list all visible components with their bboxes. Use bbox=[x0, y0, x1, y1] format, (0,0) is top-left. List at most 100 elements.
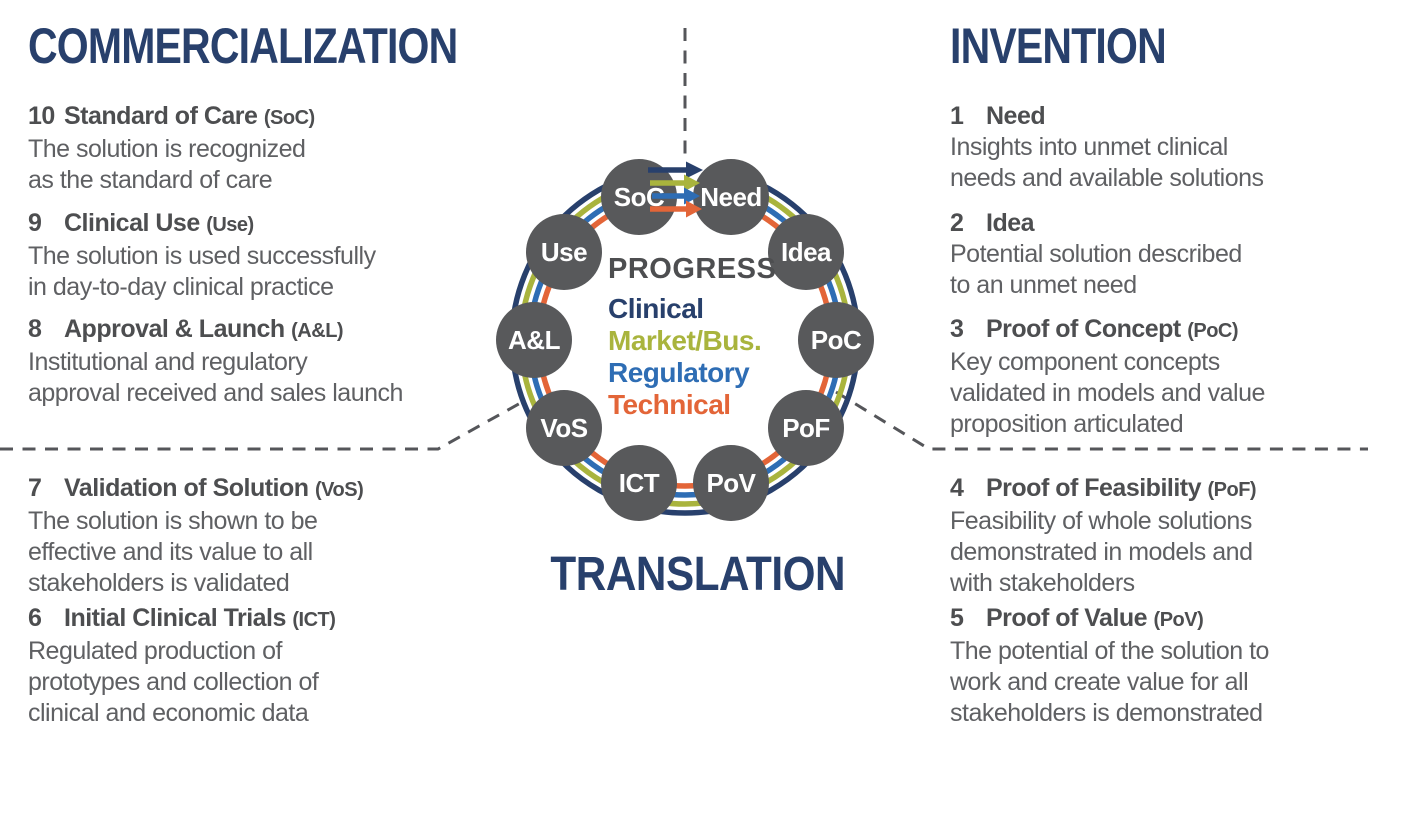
description-line: needs and available solutions bbox=[950, 164, 1264, 192]
node-soc: SoC bbox=[601, 159, 677, 235]
description-line: effective and its value to all bbox=[28, 538, 313, 566]
node-pov-label: PoV bbox=[706, 467, 756, 498]
item-title: Need bbox=[986, 102, 1046, 130]
node-use: Use bbox=[526, 214, 602, 290]
item-number: 1 bbox=[950, 102, 964, 130]
item-heading: 2 Idea bbox=[950, 208, 1242, 239]
item-title: Proof of Value bbox=[986, 604, 1148, 632]
node-soc-label: SoC bbox=[613, 181, 665, 212]
node-use-label: Use bbox=[540, 236, 588, 267]
item-number: 3 bbox=[950, 315, 964, 343]
item-initial-clinical-trials: 6 Initial Clinical Trials (ICT) Regulated… bbox=[28, 603, 336, 729]
item-need: 1 Need Insights into unmet clinical needs… bbox=[950, 101, 1264, 194]
item-title: Clinical Use bbox=[64, 209, 200, 237]
description-line: to an unmet need bbox=[950, 271, 1137, 299]
item-number: 6 bbox=[28, 604, 42, 632]
item-description: Potential solution described to an unmet… bbox=[950, 239, 1242, 301]
item-title: Proof of Feasibility bbox=[986, 474, 1202, 502]
item-heading: 4 Proof of Feasibility (PoF) bbox=[950, 473, 1257, 506]
description-line: Potential solution described bbox=[950, 240, 1242, 268]
node-poc-label: PoC bbox=[810, 324, 862, 355]
item-title: Standard of Care bbox=[64, 102, 258, 130]
item-abbr: (PoF) bbox=[1207, 479, 1257, 501]
item-title: Proof of Concept bbox=[986, 315, 1181, 343]
item-number: 7 bbox=[28, 474, 42, 502]
description-line: in day-to-day clinical practice bbox=[28, 273, 334, 301]
node-al-label: A&L bbox=[508, 324, 560, 355]
node-need-label: Need bbox=[700, 181, 762, 212]
legend-clinical: Clinical bbox=[608, 293, 704, 324]
item-title: Initial Clinical Trials bbox=[64, 604, 286, 632]
node-vos-label: VoS bbox=[540, 412, 588, 443]
item-abbr: (PoV) bbox=[1153, 609, 1204, 631]
section-title-translation: TRANSLATION bbox=[550, 548, 846, 601]
item-number: 4 bbox=[950, 474, 964, 502]
item-title: Approval & Launch bbox=[64, 315, 285, 343]
node-pof-label: PoF bbox=[782, 412, 830, 443]
item-proof-of-feasibility: 4 Proof of Feasibility (PoF) Feasibility … bbox=[950, 473, 1257, 599]
description-line: validated in models and value bbox=[950, 379, 1265, 407]
node-pov: PoV bbox=[693, 445, 769, 521]
item-abbr: (SoC) bbox=[263, 107, 315, 129]
item-heading: 10 Standard of Care (SoC) bbox=[28, 101, 315, 134]
item-description: Key component concepts validated in mode… bbox=[950, 347, 1265, 440]
item-heading: 6 Initial Clinical Trials (ICT) bbox=[28, 603, 336, 636]
description-line: work and create value for all bbox=[950, 668, 1249, 696]
description-line: The solution is recognized bbox=[28, 135, 306, 163]
description-line: prototypes and collection of bbox=[28, 668, 319, 696]
description-line: Institutional and regulatory bbox=[28, 348, 308, 376]
description-line: Insights into unmet clinical bbox=[950, 133, 1228, 161]
node-ict: ICT bbox=[601, 445, 677, 521]
item-proof-of-concept: 3 Proof of Concept (PoC) Key component co… bbox=[950, 314, 1265, 440]
item-description: Institutional and regulatory approval re… bbox=[28, 347, 403, 409]
item-description: Insights into unmet clinical needs and a… bbox=[950, 132, 1264, 194]
item-heading: 1 Need bbox=[950, 101, 1264, 132]
node-ict-label: ICT bbox=[618, 467, 660, 498]
item-abbr: (ICT) bbox=[292, 609, 336, 631]
node-idea-label: Idea bbox=[780, 236, 832, 267]
item-abbr: (A&L) bbox=[291, 320, 344, 342]
item-heading: 3 Proof of Concept (PoC) bbox=[950, 314, 1265, 347]
node-vos: VoS bbox=[526, 390, 602, 466]
description-line: Feasibility of whole solutions bbox=[950, 507, 1252, 535]
item-description: The solution is shown to be effective an… bbox=[28, 506, 363, 599]
description-line: stakeholders is demonstrated bbox=[950, 699, 1263, 727]
section-title-commercialization: COMMERCIALIZATION bbox=[28, 18, 458, 74]
item-heading: 9 Clinical Use (Use) bbox=[28, 208, 376, 241]
item-abbr: (Use) bbox=[206, 214, 254, 236]
wheel-category-legend: Clinical Market/Bus. Regulatory Technica… bbox=[608, 293, 762, 421]
description-line: approval received and sales launch bbox=[28, 379, 403, 407]
item-number: 2 bbox=[950, 209, 964, 237]
description-line: Regulated production of bbox=[28, 637, 282, 665]
description-line: stakeholders is validated bbox=[28, 569, 290, 597]
item-title: Validation of Solution bbox=[64, 474, 309, 502]
legend-regulatory: Regulatory bbox=[608, 357, 750, 388]
description-line: demonstrated in models and bbox=[950, 538, 1253, 566]
item-idea: 2 Idea Potential solution described to an… bbox=[950, 208, 1242, 301]
item-description: The solution is recognized as the standa… bbox=[28, 134, 315, 196]
item-description: The solution is used successfully in day… bbox=[28, 241, 376, 303]
item-standard-of-care: 10 Standard of Care (SoC) The solution is… bbox=[28, 101, 315, 196]
description-line: Key component concepts bbox=[950, 348, 1220, 376]
item-number: 10 bbox=[28, 102, 55, 130]
item-description: The potential of the solution to work an… bbox=[950, 636, 1269, 729]
item-clinical-use: 9 Clinical Use (Use) The solution is used… bbox=[28, 208, 376, 303]
description-line: clinical and economic data bbox=[28, 699, 309, 727]
node-need: Need bbox=[693, 159, 769, 235]
node-al: A&L bbox=[496, 302, 572, 378]
description-line: The solution is used successfully bbox=[28, 242, 376, 270]
description-line: as the standard of care bbox=[28, 166, 273, 194]
item-description: Regulated production of prototypes and c… bbox=[28, 636, 335, 729]
item-number: 9 bbox=[28, 209, 42, 237]
legend-technical: Technical bbox=[608, 389, 731, 420]
item-title: Idea bbox=[986, 209, 1035, 237]
item-description: Feasibility of whole solutions demonstra… bbox=[950, 506, 1256, 599]
item-abbr: (PoC) bbox=[1187, 320, 1239, 342]
section-title-invention: INVENTION bbox=[950, 18, 1167, 74]
